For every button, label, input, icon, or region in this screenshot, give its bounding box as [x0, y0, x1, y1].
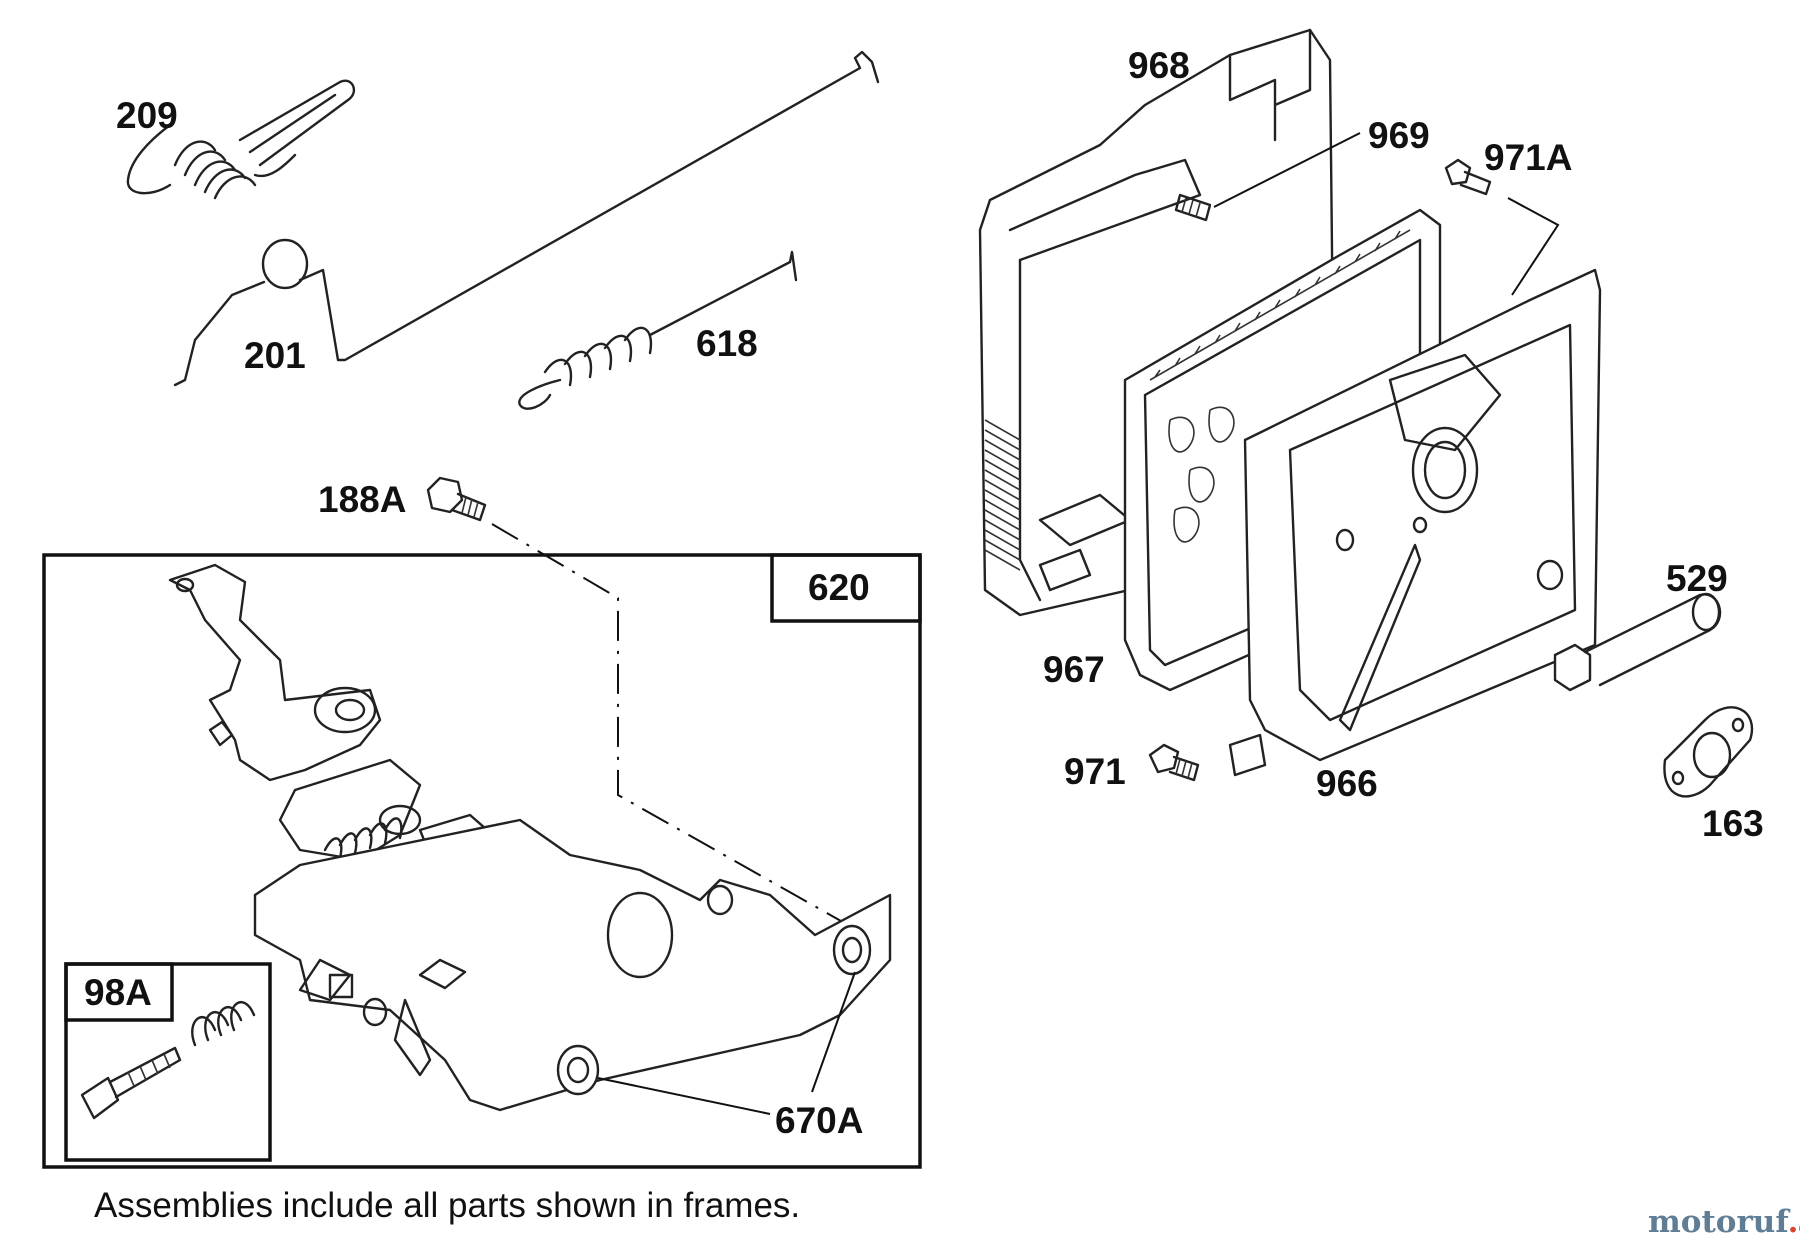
watermark-dot: .: [1787, 1204, 1799, 1240]
label-201: 201: [244, 335, 306, 376]
part-209-spring-clip: [126, 79, 356, 200]
watermark-logo: motoruf.de: [1648, 1204, 1800, 1240]
label-188A: 188A: [318, 479, 406, 520]
part-971-screw: [1148, 743, 1200, 782]
label-971A: 971A: [1484, 137, 1572, 178]
part-529-breather-tube: [1553, 592, 1722, 692]
part-620-control-bracket: [168, 563, 892, 1112]
part-618-spring: [518, 250, 798, 410]
part-969-stud: [1174, 193, 1212, 222]
frame-620: [42, 553, 922, 1169]
label-968: 968: [1128, 45, 1190, 86]
label-163: 163: [1702, 803, 1764, 844]
part-98A-screw-spring: [80, 1001, 256, 1120]
part-163-gasket: [1663, 706, 1753, 798]
label-620: 620: [808, 567, 870, 608]
part-201-governor-rod: [173, 50, 880, 387]
frame-620-label-box: [770, 553, 922, 623]
part-971A-screw: [1444, 158, 1492, 196]
label-529: 529: [1666, 558, 1728, 599]
part-188A-bolt: [426, 476, 487, 522]
leader-188A-dashdot: [491, 523, 849, 926]
label-209: 209: [116, 95, 178, 136]
label-969: 969: [1368, 115, 1430, 156]
leader-670A-lower: [597, 1077, 771, 1115]
frame-98A-label-box: [64, 962, 174, 1022]
watermark-name: motoruf: [1648, 1204, 1788, 1240]
label-98A: 98A: [84, 972, 152, 1013]
leader-969: [1213, 132, 1361, 208]
leader-971A: [1507, 197, 1560, 296]
label-618: 618: [696, 323, 758, 364]
leader-670A-upper: [811, 971, 856, 1093]
footnote-assemblies: Assemblies include all parts shown in fr…: [94, 1186, 801, 1225]
part-966-cover: [1228, 268, 1602, 777]
label-670A: 670A: [775, 1100, 863, 1141]
label-966: 966: [1316, 763, 1378, 804]
label-967: 967: [1043, 649, 1105, 690]
label-971: 971: [1064, 751, 1126, 792]
watermark-tld: de: [1798, 1220, 1800, 1236]
